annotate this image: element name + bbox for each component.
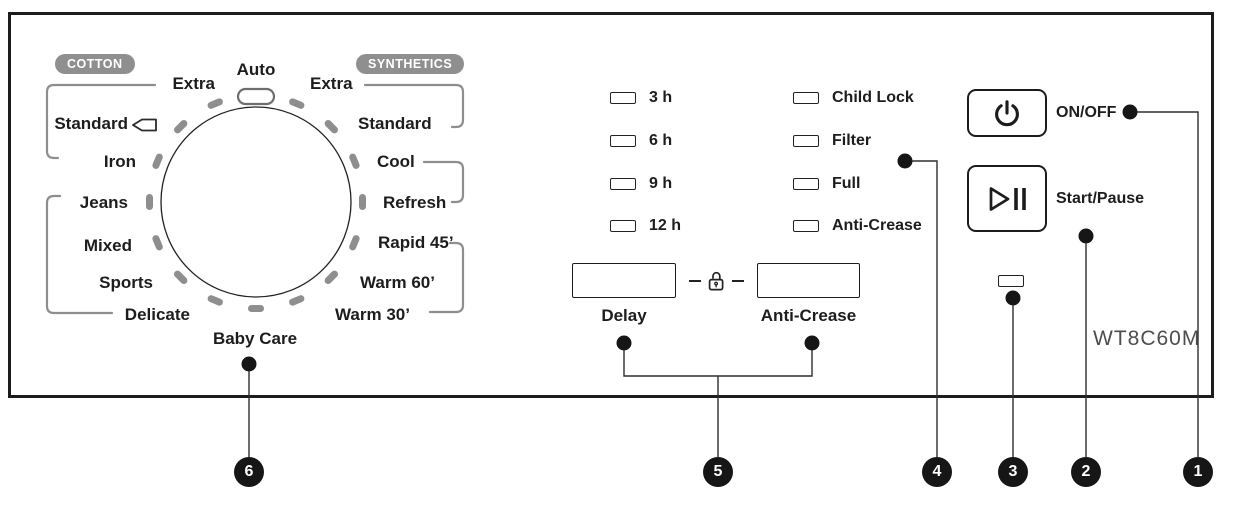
led-indicator-filter bbox=[793, 135, 819, 147]
program-label-sports: Sports bbox=[99, 273, 153, 292]
delay-led-row-9h: 9 h bbox=[610, 174, 672, 194]
program-label-standard-synthetics: Standard bbox=[358, 114, 432, 133]
delay-led-row-12h: 12 h bbox=[610, 216, 681, 236]
led-indicator-9h bbox=[610, 178, 636, 190]
cotton-badge: COTTON bbox=[55, 54, 135, 74]
delay-led-row-6h: 6 h bbox=[610, 131, 672, 151]
led-label-full: Full bbox=[832, 175, 861, 192]
power-icon bbox=[995, 100, 1019, 127]
led-label-6h: 6 h bbox=[649, 132, 673, 149]
callout-2: 2 bbox=[1071, 457, 1101, 487]
program-label-auto: Auto bbox=[236, 60, 276, 79]
callout-4: 4 bbox=[922, 457, 952, 487]
callout-1: 1 bbox=[1183, 457, 1213, 487]
led-indicator-full bbox=[793, 178, 819, 190]
program-label-jeans: Jeans bbox=[79, 193, 128, 212]
start-pause-label: Start/Pause bbox=[1056, 190, 1145, 207]
led-indicator-12h bbox=[610, 220, 636, 232]
led-indicator-6h bbox=[610, 135, 636, 147]
on-off-button[interactable] bbox=[967, 89, 1047, 137]
play-pause-icon bbox=[989, 186, 1026, 211]
callout-5: 5 bbox=[703, 457, 733, 487]
status-led-row-child-lock: Child Lock bbox=[793, 88, 914, 108]
running-led-indicator bbox=[998, 275, 1024, 287]
delay-button-label: Delay bbox=[601, 306, 647, 325]
led-label-9h: 9 h bbox=[649, 175, 673, 192]
program-label-cool: Cool bbox=[377, 152, 415, 171]
model-name: WT8C60M bbox=[1093, 327, 1201, 350]
program-label-warm-60: Warm 60’ bbox=[360, 273, 435, 292]
program-dial-knob[interactable] bbox=[160, 106, 352, 298]
on-off-label: ON/OFF bbox=[1056, 104, 1117, 121]
program-label-mixed: Mixed bbox=[83, 236, 132, 255]
delay-led-row-3h: 3 h bbox=[610, 88, 672, 108]
dash-mark bbox=[731, 279, 744, 283]
program-label-iron: Iron bbox=[103, 152, 136, 171]
anti-crease-button-label: Anti-Crease bbox=[760, 306, 857, 325]
led-label-anti-crease: Anti-Crease bbox=[832, 217, 922, 234]
child-lock-hint bbox=[682, 264, 750, 298]
led-indicator-3h bbox=[610, 92, 636, 104]
program-label-standard-cotton: Standard bbox=[54, 114, 128, 133]
led-indicator-child-lock bbox=[793, 92, 819, 104]
status-led-row-anti-crease: Anti-Crease bbox=[793, 216, 922, 236]
program-label-rapid-45: Rapid 45’ bbox=[378, 233, 454, 252]
anti-crease-button[interactable] bbox=[757, 263, 860, 298]
synthetics-badge: SYNTHETICS bbox=[356, 54, 465, 74]
program-label-warm-30: Warm 30’ bbox=[335, 305, 410, 324]
callout-6: 6 bbox=[234, 457, 264, 487]
led-indicator-anti-crease bbox=[793, 220, 819, 232]
open-lock-icon bbox=[708, 271, 723, 290]
led-label-3h: 3 h bbox=[649, 89, 673, 106]
status-led-row-filter: Filter bbox=[793, 131, 871, 151]
program-label-extra-synthetics: Extra bbox=[310, 74, 353, 93]
status-led-row-full: Full bbox=[793, 174, 860, 194]
program-label-extra-cotton: Extra bbox=[172, 74, 215, 93]
program-label-baby-care: Baby Care bbox=[212, 329, 298, 348]
dash-mark bbox=[688, 279, 701, 283]
delay-button[interactable] bbox=[572, 263, 676, 298]
led-label-12h: 12 h bbox=[649, 217, 682, 234]
program-label-refresh: Refresh bbox=[383, 193, 447, 212]
start-pause-button[interactable] bbox=[967, 165, 1047, 232]
program-label-delicate: Delicate bbox=[124, 305, 190, 324]
callout-3: 3 bbox=[998, 457, 1028, 487]
led-label-filter: Filter bbox=[832, 132, 872, 149]
led-label-child-lock: Child Lock bbox=[832, 89, 914, 106]
